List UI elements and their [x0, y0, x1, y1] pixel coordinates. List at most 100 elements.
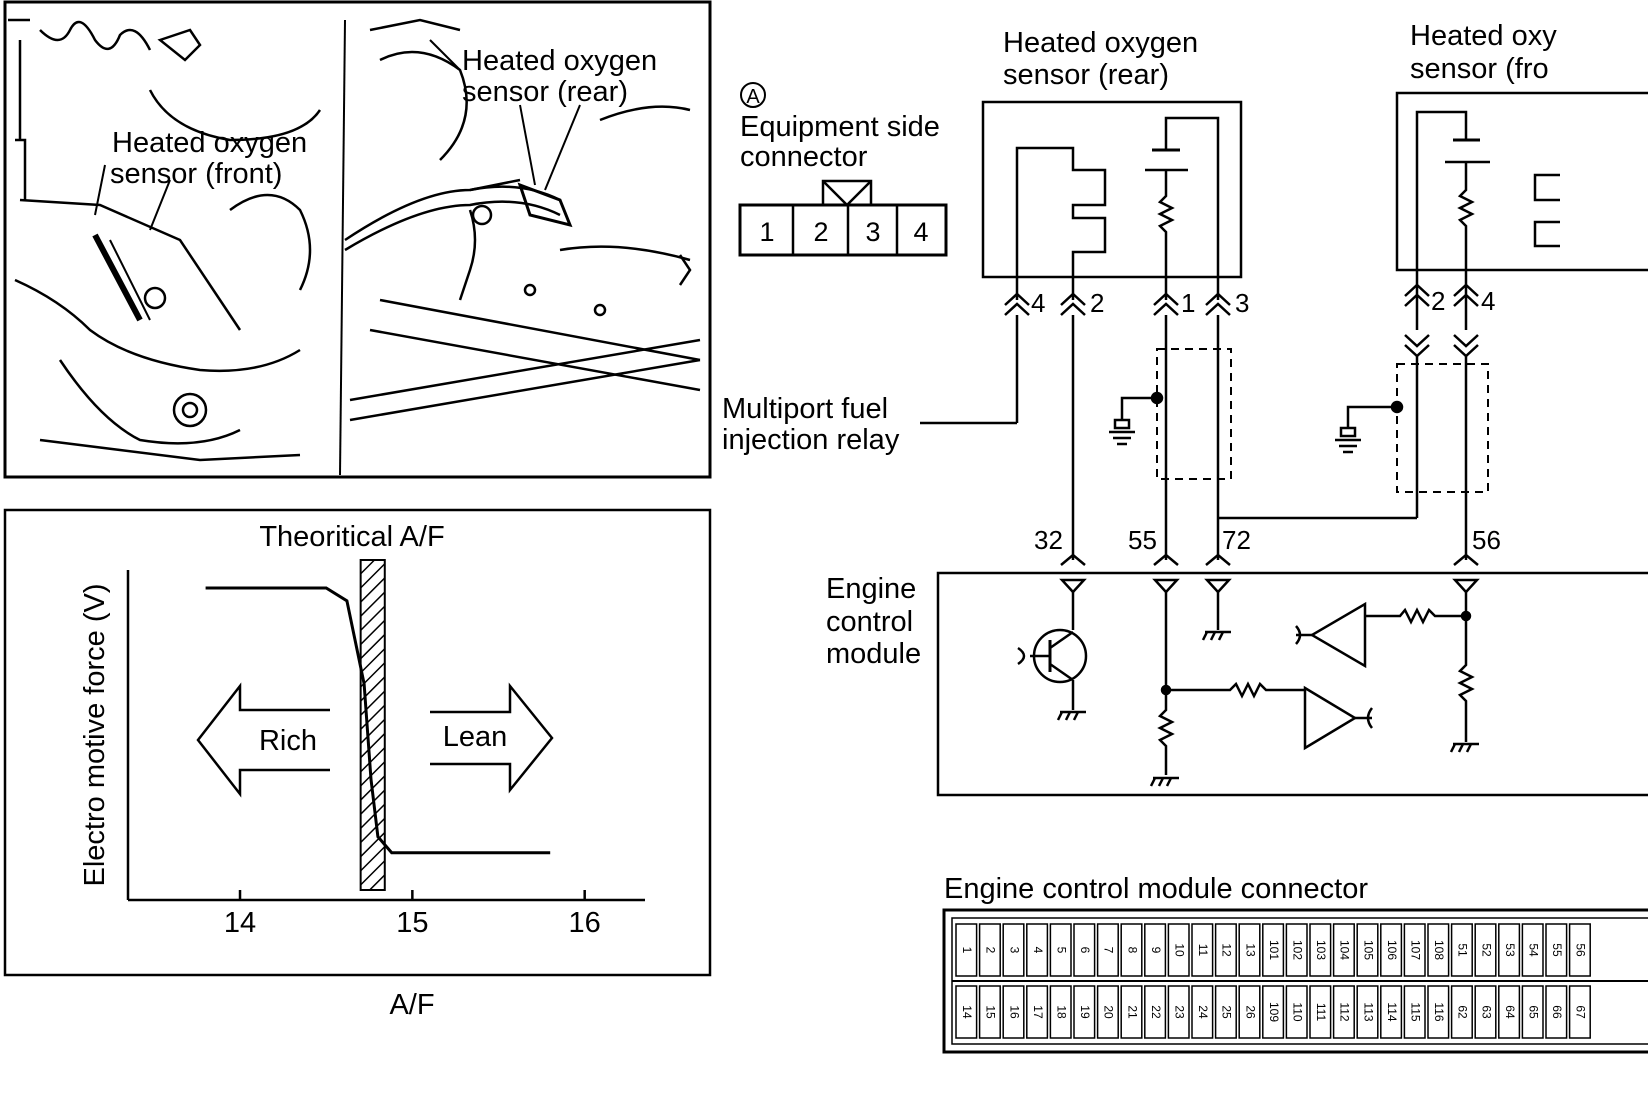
ecm-bottom-pin-cell — [1049, 985, 1072, 1039]
ecm-bottom-pin-label: 23 — [1173, 1005, 1187, 1019]
rear-sensor-title-line1: Heated oxygen — [1003, 27, 1198, 59]
ecm-top-pin-cell — [1285, 923, 1308, 977]
ecm-bottom-pin-label: 109 — [1267, 1002, 1281, 1022]
ecm-top-pin-cell — [1262, 923, 1285, 977]
ecm-bottom-pin-label: 25 — [1220, 1005, 1234, 1019]
ecm-top-pin-cell — [1238, 923, 1261, 977]
illustration-leaders — [94, 39, 581, 231]
front-sensor-title-line1: Heated oxy — [1410, 20, 1557, 52]
ecm-bottom-pin-cell — [1309, 985, 1332, 1039]
rear-shield — [1156, 348, 1232, 480]
x-tick-label: 14 — [224, 907, 256, 939]
front-sensor-box — [1395, 91, 1648, 272]
wiring-diagram — [920, 91, 1648, 797]
ecm-top-pin-cell — [1026, 923, 1049, 977]
ecm-top-pin-label: 104 — [1338, 940, 1352, 960]
ecm-top-pin-label: 11 — [1196, 944, 1210, 957]
front-pin-2: 2 — [1431, 286, 1445, 316]
ecm-bottom-pin-label: 112 — [1338, 1002, 1352, 1021]
equipment-connector-a: A Equipment side connector 1 2 3 4 — [738, 82, 948, 257]
ecm-top-pin-label: 105 — [1361, 940, 1375, 960]
rich-arrow — [196, 682, 330, 798]
ecm-bottom-pin-label: 14 — [960, 1005, 974, 1019]
x-tick-label: 16 — [569, 907, 601, 939]
ecm-label-line1: Engine — [826, 573, 916, 605]
ecm-top-pin-cell — [1521, 923, 1544, 977]
ecm-bottom-pin-cell — [1120, 985, 1143, 1039]
wiring-labels: Heated oxygen sensor (rear) Heated oxy s… — [722, 20, 1557, 670]
ecm-bottom-pin-label: 113 — [1361, 1002, 1375, 1021]
ecm-top-pin-cell — [1403, 923, 1426, 977]
ecm-top-pin-label: 103 — [1314, 940, 1328, 960]
ecm-box — [936, 571, 1648, 797]
ecm-top-pin-cell — [1073, 923, 1096, 977]
ecm-bottom-pin-cell — [955, 985, 978, 1039]
ecm-bottom-pin-cell — [1214, 985, 1237, 1039]
ecm-bottom-pin-cell — [1002, 985, 1025, 1039]
ecm-top-pin-label: 2 — [984, 947, 998, 954]
ecm-bottom-pin-cell — [1285, 985, 1308, 1039]
ecm-terminal-55: 55 — [1128, 525, 1157, 555]
ecm-top-pin-label: 8 — [1125, 947, 1139, 954]
ecm-label-line2: control — [826, 606, 913, 638]
front-sensing-element — [1415, 110, 1468, 330]
ecm-top-pin-cell — [1380, 923, 1403, 977]
illustration-divider — [339, 19, 346, 476]
ecm-top-pin-label: 101 — [1267, 940, 1281, 960]
rear-connector-chevrons — [1004, 292, 1231, 316]
ecm-bottom-pin-cell — [1096, 985, 1119, 1039]
x-tick-label: 15 — [396, 907, 428, 939]
rear-heater-element — [1015, 146, 1107, 300]
connector-mark-circle — [740, 82, 766, 108]
ecm-top-pin-cell — [1356, 923, 1379, 977]
ecm-top-pin-label: 9 — [1149, 947, 1163, 954]
connector-pin-4: 4 — [913, 217, 928, 247]
stoichiometric-band — [359, 559, 386, 891]
ecm-bottom-pin-cell — [1167, 985, 1190, 1039]
rear-sensor-box — [981, 100, 1243, 279]
ecm-top-pin-label: 12 — [1220, 943, 1234, 957]
label-front-line1: Heated oxygen — [112, 127, 307, 159]
ecm-bottom-pin-cell — [1403, 985, 1426, 1039]
ecm-connector-outline — [942, 908, 1648, 1054]
ecm-label-line3: module — [826, 638, 921, 670]
ecm-top-pin-label: 7 — [1102, 947, 1116, 954]
ecm-top-pin-cell — [1167, 923, 1190, 977]
connector-mark-letter: A — [746, 86, 760, 108]
ecm-top-pin-cell — [1096, 923, 1119, 977]
rear-sensing-element — [1157, 170, 1175, 300]
ecm-bottom-pin-label: 19 — [1078, 1005, 1092, 1019]
rear-pin-3: 3 — [1235, 288, 1249, 318]
ecm-bottom-pin-label: 26 — [1243, 1005, 1257, 1019]
ecm-amp-front — [1309, 601, 1367, 669]
ecm-top-pin-label: 5 — [1055, 947, 1069, 954]
ecm-top-pin-cell — [1427, 923, 1450, 977]
ecm-top-pin-label: 53 — [1503, 943, 1517, 957]
ecm-top-pin-label: 107 — [1409, 940, 1423, 960]
relay-label-line1: Multiport fuel — [722, 393, 888, 425]
ecm-top-pin-label: 55 — [1550, 943, 1564, 957]
ecm-bottom-pin-cell — [1450, 985, 1473, 1039]
ecm-top-pin-label: 3 — [1007, 947, 1021, 954]
ecm-top-pin-label: 52 — [1479, 943, 1493, 957]
connector-title-line1: Equipment side — [740, 111, 940, 143]
exhaust-sketch-left — [8, 18, 322, 462]
ecm-top-pin-label: 4 — [1031, 947, 1045, 954]
ecm-bottom-pin-cell — [1238, 985, 1261, 1039]
lean-label: Lean — [443, 721, 508, 753]
ecm-bottom-pin-label: 111 — [1314, 1003, 1328, 1022]
chart-title: Theoritical A/F — [259, 521, 444, 553]
ecm-bottom-pin-label: 63 — [1479, 1005, 1493, 1019]
connector-key — [821, 179, 873, 207]
ecm-bottom-pin-label: 15 — [984, 1005, 998, 1019]
ecm-bottom-pin-cell — [1332, 985, 1355, 1039]
ecm-top-pin-label: 13 — [1243, 943, 1257, 957]
exhaust-sketch-right — [344, 18, 701, 422]
ecm-bottom-pin-cell — [1380, 985, 1403, 1039]
ecm-bottom-pin-cell — [1427, 985, 1450, 1039]
ecm-bottom-pin-cell — [978, 985, 1001, 1039]
label-rear-line2: sensor (rear) — [462, 76, 628, 108]
ecm-top-pin-label: 108 — [1432, 940, 1446, 960]
